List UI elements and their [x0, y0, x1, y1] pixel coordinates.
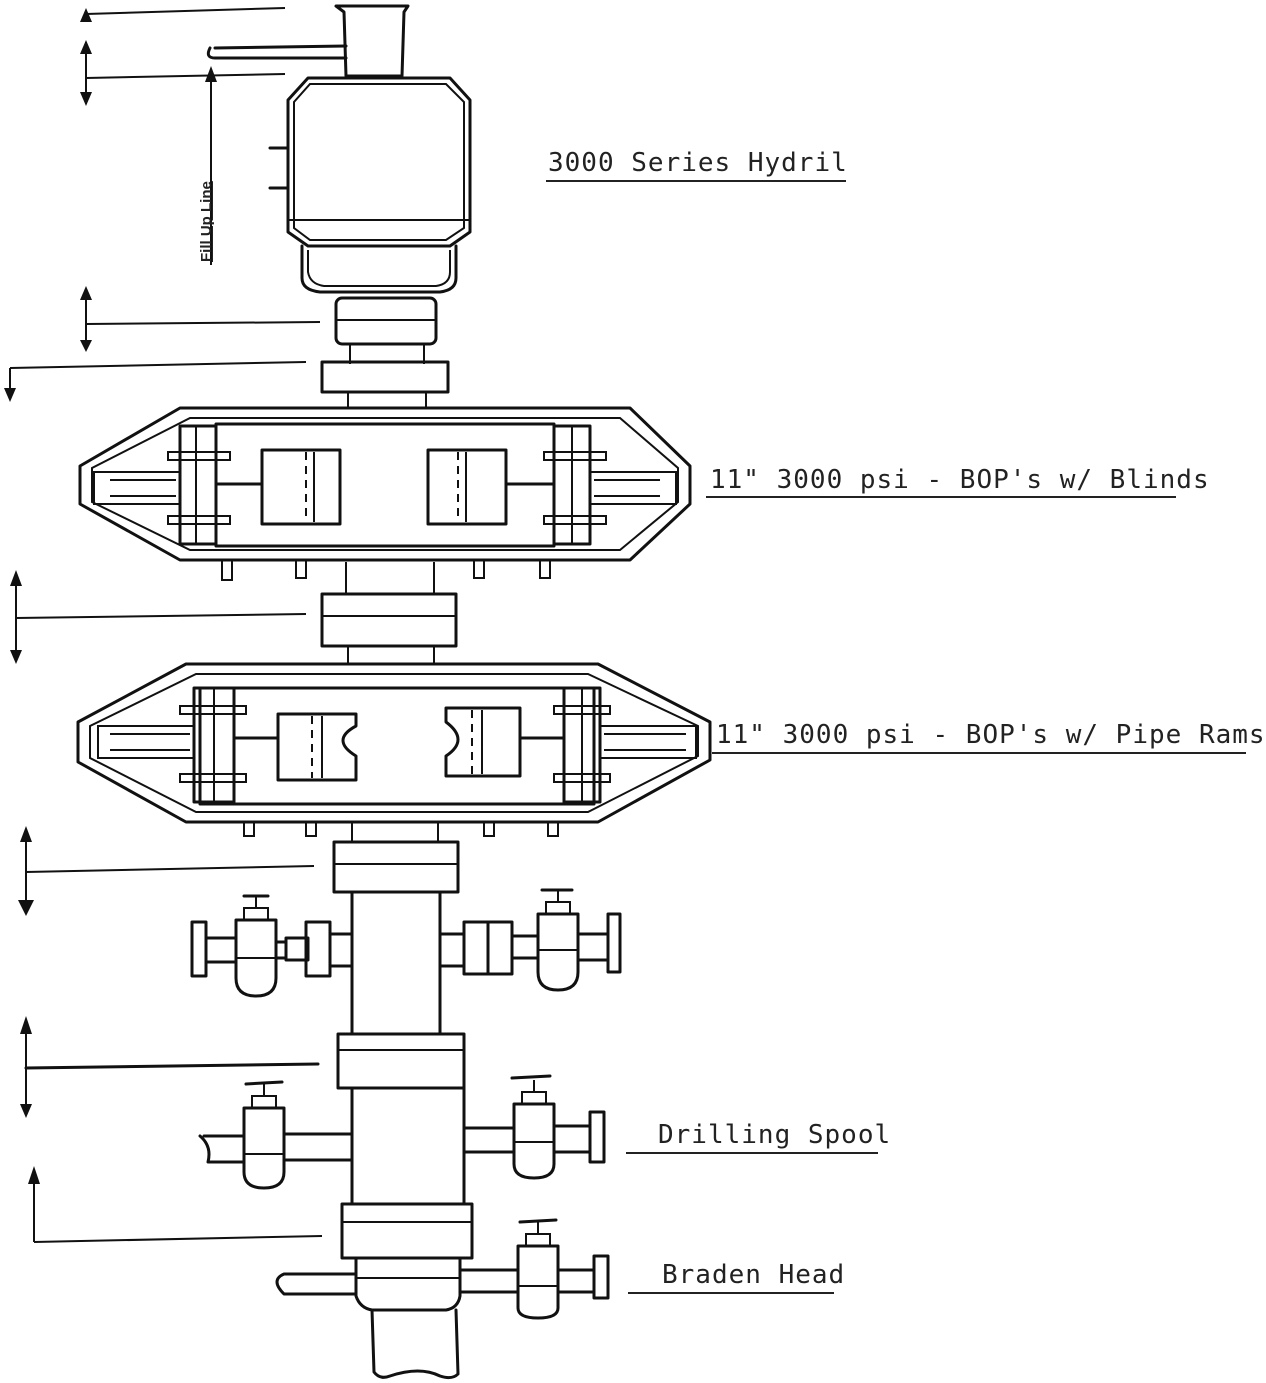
spacer-block [320, 360, 450, 394]
bop-blinds-label-underline [706, 496, 1176, 498]
pipe-rams-lower-flange [332, 840, 460, 894]
hydril-label: 3000 Series Hydril [548, 148, 848, 178]
braden-head-label: Braden Head [662, 1260, 846, 1290]
bop-pipe-rams-label: 11" 3000 psi - BOP's w/ Pipe Rams [716, 720, 1266, 750]
flange-arrow-2 [4, 361, 307, 402]
flange-arrow-1 [80, 286, 321, 352]
drilling-spool-label-underline [626, 1152, 878, 1154]
bop-blinds-body [78, 406, 692, 581]
hydril-bell-nipple [206, 4, 410, 78]
kill-choke-valve-section [190, 888, 622, 1036]
drilling-spool-label: Drilling Spool [658, 1120, 892, 1150]
fill-up-line-label: Fill Up Line [198, 181, 215, 262]
braden-head [275, 1202, 610, 1380]
flange-arrow-4 [18, 826, 315, 916]
hydril-lower-flange [334, 296, 438, 364]
bop-pipe-rams-label-underline [712, 752, 1246, 754]
bop-middle-flange [320, 592, 458, 664]
hydril-label-underline [546, 180, 846, 182]
spool-arrow [20, 1016, 320, 1118]
fill-up-line-arrows [80, 7, 286, 265]
drilling-spool [198, 1032, 606, 1206]
braden-arrow [28, 1166, 323, 1243]
hydril-annular-body [268, 76, 472, 294]
braden-head-label-underline [628, 1292, 834, 1294]
bop-blinds-label: 11" 3000 psi - BOP's w/ Blinds [710, 465, 1210, 495]
bop-pipe-rams-body [76, 662, 712, 837]
flange-arrow-3 [10, 570, 307, 664]
